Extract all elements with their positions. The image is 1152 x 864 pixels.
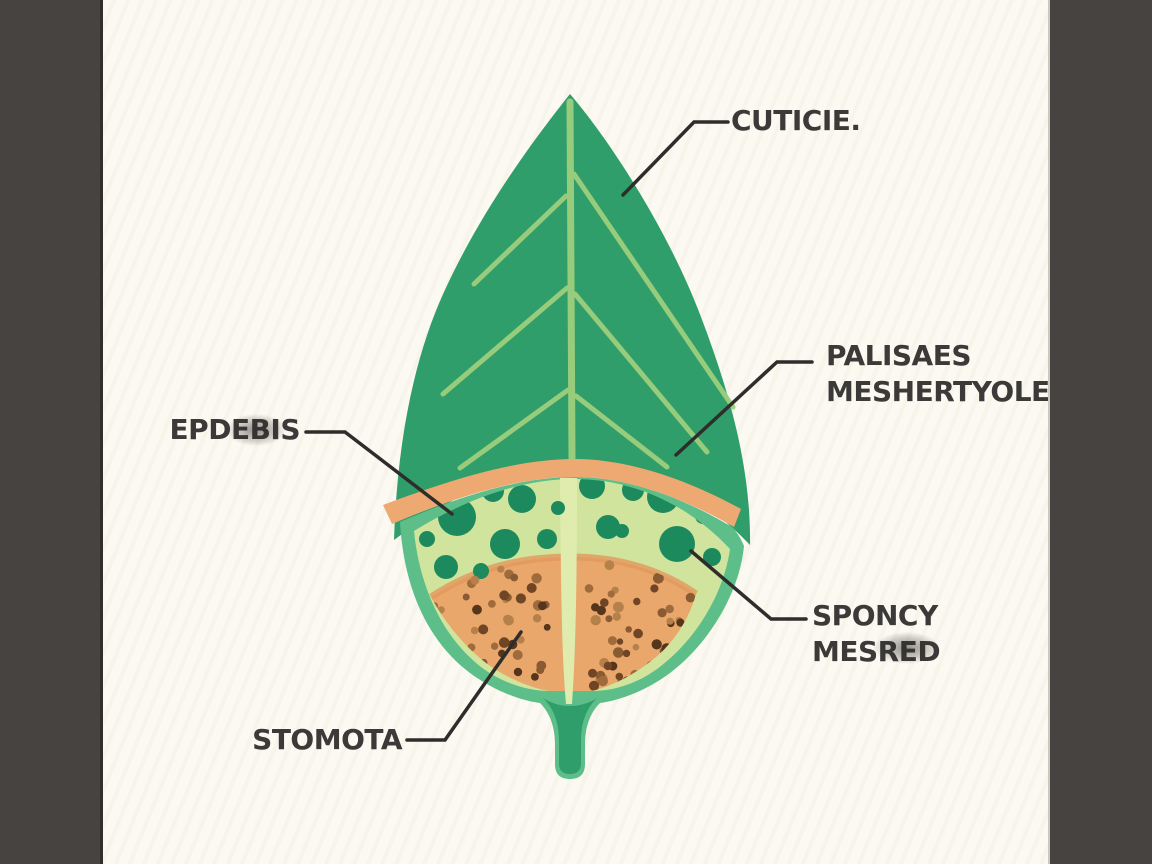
spongy-dot [588, 680, 600, 691]
spongy-dot [531, 573, 542, 584]
leader-line-epidermis [304, 430, 454, 516]
spongy-dot [510, 573, 519, 582]
label-palisade-line2: MESHERTYOLE [826, 375, 1050, 408]
spongy-dot [536, 666, 545, 674]
midrib-vein [566, 98, 576, 462]
label-palisade-mesophyll: PALISAES MESHERTYOLE [826, 338, 1050, 410]
vein-right-1 [571, 171, 736, 410]
spongy-dot [470, 626, 479, 635]
spongy-dot [538, 601, 547, 611]
label-stomata: STOMOTA [252, 723, 402, 756]
label-spongy-mesophyll: SPONCY MESRED [812, 598, 941, 670]
spongy-dot [651, 639, 662, 650]
spongy-dot [597, 675, 608, 687]
leader-line-cuticle [621, 120, 730, 197]
spongy-dot [604, 560, 615, 571]
spongy-dot [603, 661, 613, 671]
spongy-dot [612, 612, 621, 621]
spongy-dot [676, 618, 685, 627]
spongy-dot [666, 617, 674, 625]
right-frame-bar [1048, 0, 1152, 864]
spongy-dot [650, 584, 659, 593]
spongy-dot [497, 565, 505, 573]
spongy-dot [526, 583, 537, 593]
spongy-dot [588, 668, 597, 678]
vein-left-2 [440, 285, 570, 397]
spongy-dot [605, 615, 613, 623]
spongy-dot [532, 614, 542, 623]
vein-right-3 [573, 393, 670, 470]
spongy-dot [490, 642, 499, 650]
spongy-dot [596, 605, 606, 616]
label-palisade-line1: PALISAES [826, 339, 972, 372]
spongy-dot [653, 572, 664, 584]
spongy-dot [615, 672, 624, 681]
label-cuticle: CUTICIE. [731, 104, 861, 137]
midrib-strip [560, 478, 577, 704]
spongy-dot [625, 626, 632, 633]
leader-line-spongy [689, 549, 808, 621]
label-spongy-line1: SPONCY [812, 599, 938, 632]
spongy-dot [462, 593, 470, 601]
spongy-dot [632, 643, 640, 651]
spongy-dot [607, 636, 617, 646]
vein-left-1 [471, 193, 569, 287]
label-epidermis: EPDEBIS [169, 413, 301, 446]
spongy-dot [498, 637, 510, 648]
leaf-veins [440, 98, 736, 471]
spongy-dot [512, 650, 523, 660]
spongy-dot [607, 590, 615, 598]
vein-right-2 [572, 291, 710, 455]
spongy-dot [613, 601, 624, 613]
stem [543, 698, 597, 774]
spongy-dot [499, 590, 510, 601]
spongy-dot [543, 623, 551, 631]
left-frame-bar [0, 0, 103, 864]
spongy-dot [531, 673, 539, 681]
cuticle-band [383, 459, 741, 527]
spongy-dot [488, 600, 496, 608]
spongy-dot [470, 575, 480, 585]
spongy-dot [515, 593, 527, 604]
spongy-dot [633, 597, 641, 606]
leader-lines [304, 120, 814, 742]
spongy-dot [584, 584, 594, 593]
spongy-dot [513, 667, 523, 677]
leader-line-palisade [674, 360, 814, 457]
spongy-dot [616, 638, 624, 645]
spongy-dot [622, 649, 631, 658]
spongy-dot [590, 615, 601, 626]
label-spongy-line2: MESRED [812, 635, 941, 668]
vein-left-3 [457, 387, 571, 471]
spongy-dot [665, 604, 674, 614]
spongy-dot [600, 598, 609, 607]
spongy-dot [685, 592, 696, 603]
leader-line-stomata [405, 630, 523, 742]
spongy-dot [503, 614, 513, 624]
spongy-dot [478, 624, 489, 635]
spongy-dot [657, 608, 667, 618]
spongy-dot [613, 647, 624, 658]
spongy-dot [472, 604, 482, 615]
spongy-dot [633, 628, 643, 639]
